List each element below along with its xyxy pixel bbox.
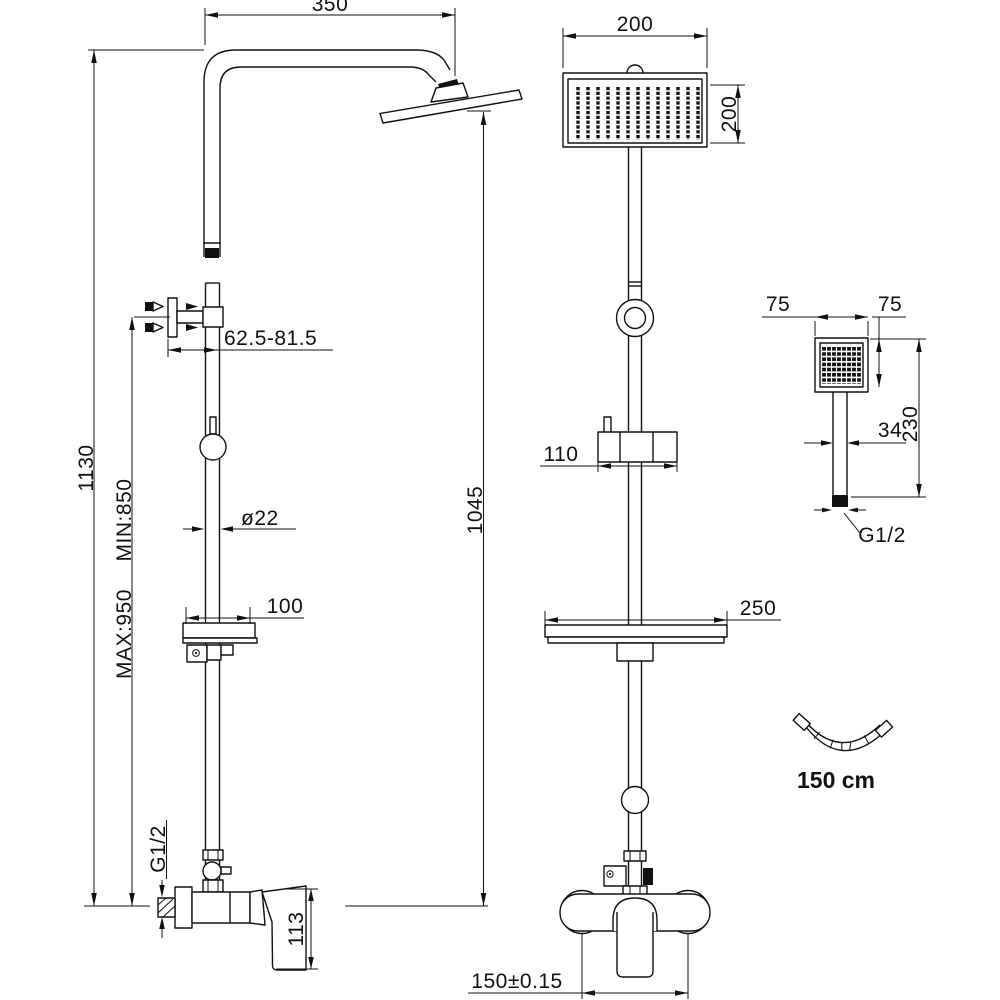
dim-arm-reach-label: 350 <box>312 0 349 16</box>
inlet-nipple <box>157 897 176 918</box>
dim-hand-head-width-label: 75 <box>766 293 790 316</box>
hand-nozzle-grid <box>822 347 861 384</box>
wall-flange <box>174 886 193 929</box>
mixer-valve-side <box>157 849 307 971</box>
dim-pipe-diameter: ø22 <box>183 507 296 532</box>
arm-thread-tip <box>205 248 219 258</box>
dim-bracket-offset: 62.5-81.5 <box>167 327 333 357</box>
dim-handle-height: 113 <box>276 888 318 970</box>
dim-pipe-diameter-label: ø22 <box>241 507 279 530</box>
hand-shower-thread-tip <box>832 495 848 507</box>
dim-overall-height: 1130 <box>75 49 204 906</box>
overhead-shower-head-side <box>379 79 523 124</box>
diverter-knob <box>202 861 222 881</box>
dim-head-width-label: 200 <box>617 13 654 36</box>
riser-pipe-front <box>627 147 643 896</box>
dim-overall-height-label: 1130 <box>75 444 98 491</box>
shower-hose: 150 cm <box>792 712 894 793</box>
dim-inlet-thread: G1/2 <box>147 820 170 938</box>
holder-lever <box>603 416 612 434</box>
dim-soap-dish-width: 100 <box>185 595 304 624</box>
dim-arm-reach: 350 <box>204 0 456 76</box>
dim-hand-connector-thread: G1/2 <box>814 507 906 547</box>
hand-shower-handle <box>832 392 848 507</box>
dim-soap-dish-width-label: 100 <box>267 595 304 618</box>
front-view: 200 200 110 250 <box>468 13 781 999</box>
screw-direction-arrow <box>186 324 198 331</box>
mounting-screw-bottom <box>145 322 164 333</box>
dim-hand-total-length: 230 <box>851 338 926 498</box>
dim-hand-head-depth: 75 <box>872 293 906 387</box>
head-joint-collar <box>430 82 469 103</box>
head-plate <box>379 89 523 124</box>
diverter-knob-front <box>643 868 653 885</box>
soap-shelf-front <box>544 624 728 662</box>
dim-hand-head-width: 75 <box>762 293 869 336</box>
dim-riser-height-label: 1045 <box>464 486 487 535</box>
dim-hand-handle-width-label: 34 <box>878 419 902 442</box>
dim-inlet-centers: 150±0.15 <box>468 934 689 999</box>
dim-rail-max-label: MAX:950 <box>113 589 136 679</box>
dim-inlet-thread-label: G1/2 <box>147 825 170 873</box>
mixer-valve-front <box>559 850 711 978</box>
head-connector-arc <box>626 64 644 74</box>
hose-fitting-left <box>792 712 811 732</box>
dim-head-depth-label: 200 <box>718 96 741 133</box>
dim-rail-min-label: MIN:850 <box>113 479 136 562</box>
dim-hand-handle-width: 34 <box>804 419 906 446</box>
rain-shower-head-front <box>562 64 708 148</box>
bracket-tube <box>176 310 204 324</box>
mounting-screw-top <box>145 301 164 312</box>
hand-shower-holder <box>597 416 678 463</box>
soap-dish-side <box>182 622 258 663</box>
dim-head-width: 200 <box>562 13 708 68</box>
pipe-clamp <box>202 306 224 328</box>
diverter-stub <box>220 866 232 875</box>
hand-shower-head <box>814 337 869 393</box>
slider-ring-front <box>615 298 655 338</box>
dim-hand-total-length-label: 230 <box>899 406 922 443</box>
dim-riser-height: 1045 <box>464 110 491 906</box>
pipe-ball-joint <box>620 785 650 815</box>
dim-handle-height-label: 113 <box>285 912 308 947</box>
dim-inlet-centers-label: 150±0.15 <box>471 970 562 993</box>
coupling-nut <box>623 850 647 862</box>
dim-bracket-offset-label: 62.5-81.5 <box>224 327 317 350</box>
wall-bracket <box>145 297 224 338</box>
dim-holder-width: 110 <box>540 443 678 472</box>
valve-nut <box>202 879 224 893</box>
valve-handle <box>261 885 307 971</box>
riser-pipe-side <box>204 282 221 892</box>
dim-shelf-width-label: 250 <box>740 597 777 620</box>
dim-head-depth: 200 <box>710 84 745 144</box>
dim-hand-connector-thread-label: G1/2 <box>858 524 906 547</box>
mixer-handle-front <box>616 912 654 978</box>
dim-holder-width-label: 110 <box>544 443 579 466</box>
hand-shower-view: 75 75 230 34 <box>762 293 926 547</box>
hose-length-label: 150 cm <box>797 767 875 793</box>
slider-knob-side <box>199 416 227 461</box>
shower-arm <box>203 49 451 258</box>
coupling-nut <box>202 849 224 861</box>
hose-fitting-right <box>874 719 894 738</box>
screw-direction-arrow <box>186 303 198 310</box>
valve-body <box>191 891 251 924</box>
nozzle-pattern <box>576 87 700 140</box>
hose-segments <box>813 731 869 751</box>
dim-hand-head-depth-label: 75 <box>878 293 902 316</box>
dim-rail-height-range: MIN:850 MAX:950 <box>113 316 170 906</box>
dim-shelf-width: 250 <box>544 597 781 627</box>
side-view: 350 1130 MIN:850 MAX:950 62.5-81.5 <box>75 0 523 971</box>
handle-cone <box>249 889 266 926</box>
